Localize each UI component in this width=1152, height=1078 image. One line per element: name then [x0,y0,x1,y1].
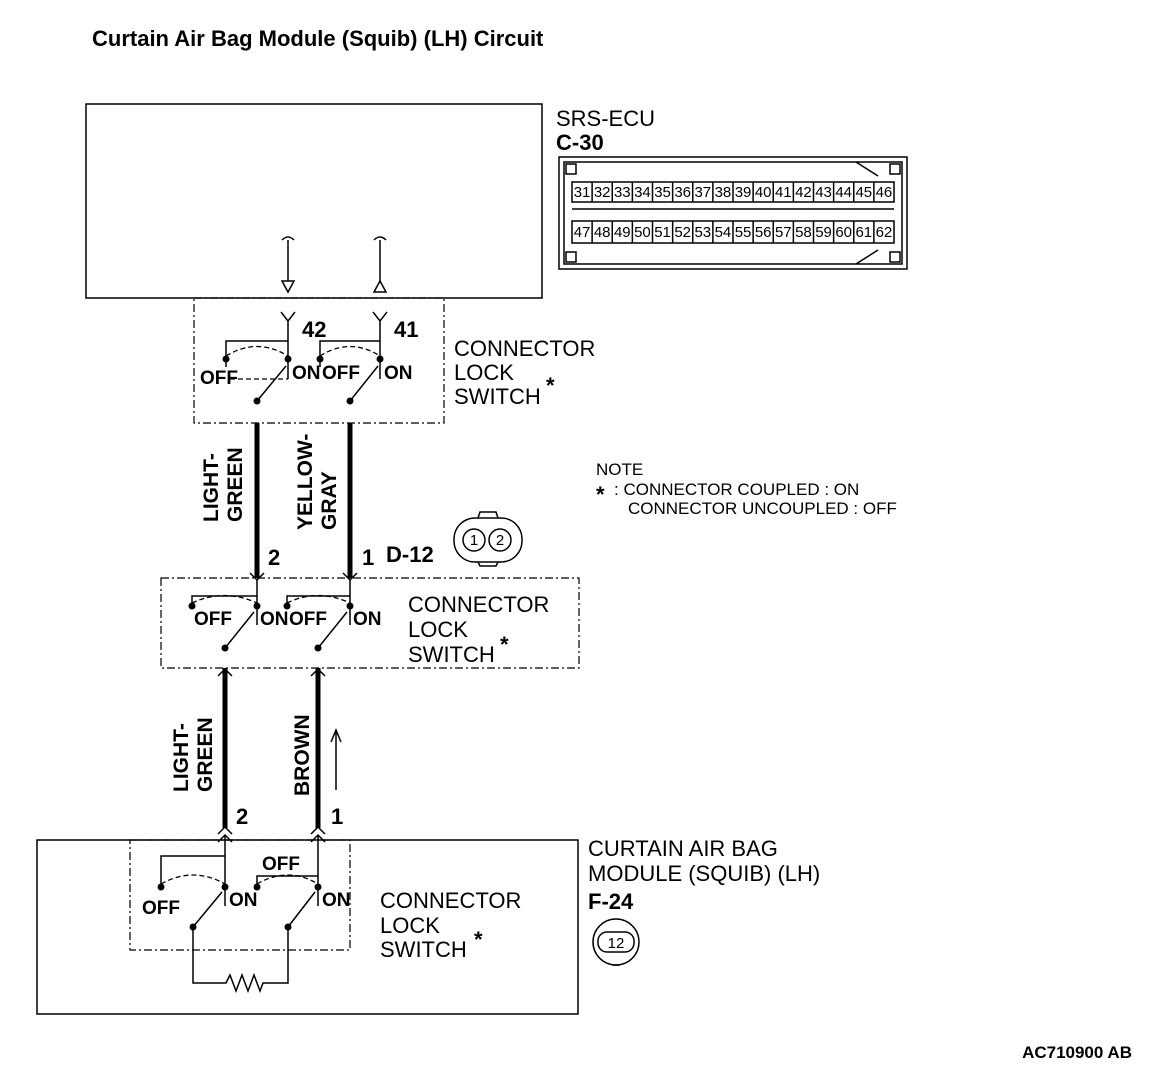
d12-pin-1-label: 1 [362,545,374,570]
note-line2: CONNECTOR UNCOUPLED : OFF [628,499,897,518]
wire-lower-left-label-1: LIGHT- [170,723,193,792]
switch1-label-line2: LOCK [454,360,514,385]
switch3-label-line2: LOCK [380,913,440,938]
f24-pin-1-label: 1 [331,804,343,829]
c30-pin-58: 58 [795,224,812,241]
c30-pin-39: 39 [735,184,752,201]
c30-pin-35: 35 [654,184,671,201]
note-heading: NOTE [596,460,643,479]
wire-lower-left-top-cap [217,667,233,677]
c30-pin-40: 40 [755,184,772,201]
switch2-off-left: OFF [194,609,232,630]
wire-upper-left-label-2: GREEN [224,447,247,522]
d12-face-pin-2: 2 [496,532,504,549]
c30-pin-41: 41 [775,184,792,201]
f24-face-pins: 12 [608,935,625,952]
c30-pin-62: 62 [876,224,893,241]
switch3-off-left: OFF [142,898,180,919]
d12-connector-code: D-12 [386,542,434,567]
wire-lower-right-top-cap [310,667,326,677]
switch2-off-right: OFF [289,609,327,630]
figure-code: AC710900 AB [1022,1043,1132,1062]
switch1-on-left: ON [292,363,321,384]
c30-pin-37: 37 [694,184,711,201]
switch1-label-line3: SWITCH [454,384,541,409]
ecu-pin-42-label: 42 [302,317,326,342]
wire-upper-left-label-1: LIGHT- [200,453,223,522]
d12-pin-2-label: 2 [268,545,280,570]
module-name-line2: MODULE (SQUIB) (LH) [588,861,820,886]
c30-pin-53: 53 [694,224,711,241]
c30-pin-38: 38 [715,184,732,201]
wire-lower-left-label-2: GREEN [194,717,217,792]
switch2-on-left: ON [260,609,289,630]
switch1-off-left: OFF [200,368,238,389]
c30-pin-34: 34 [634,184,651,201]
wire-upper-right-label-2: GRAY [318,471,341,530]
c30-pin-47: 47 [574,224,591,241]
switch1-star: * [546,373,555,398]
c30-pin-60: 60 [835,224,852,241]
f24-connector-code: F-24 [588,889,634,914]
c30-pin-43: 43 [815,184,832,201]
ecu-pin-41-label: 41 [394,317,418,342]
c30-pin-32: 32 [594,184,611,201]
c30-pin-45: 45 [855,184,872,201]
c30-pin-55: 55 [735,224,752,241]
ecu-pin-41-symbol [372,236,388,293]
d12-connector-face [453,511,523,567]
c30-pin-46: 46 [876,184,893,201]
c30-pin-31: 31 [574,184,591,201]
c30-pin-44: 44 [835,184,852,201]
switch2-label-line1: CONNECTOR [408,592,549,617]
squib-resistor-symbol [192,927,289,994]
curtain-airbag-module-box [36,839,579,1015]
c30-pin-42: 42 [795,184,812,201]
c30-pin-33: 33 [614,184,631,201]
c30-pin-50: 50 [634,224,651,241]
wire-upper-right-label-1: YELLOW- [294,434,317,530]
module-name-line1: CURTAIN AIR BAG [588,836,778,861]
wire-lower-right-label: BROWN [291,714,314,796]
switch2-star: * [500,632,509,657]
ecu-name: SRS-ECU [556,106,655,131]
ecu-connector-lock-switch [193,297,445,424]
switch2-on-right: ON [353,609,382,630]
switch3-star: * [474,927,483,952]
c30-pin-54: 54 [715,224,732,241]
d12-connector-lock-switch [160,572,580,669]
note-star: * [596,482,605,507]
switch1-off-right: OFF [322,363,360,384]
current-flow-arrow-icon [330,728,342,790]
f24-pin-2-label: 2 [236,804,248,829]
switch3-on-right: ON [322,890,351,911]
switch1-on-right: ON [384,363,413,384]
c30-pin-48: 48 [594,224,611,241]
c30-pin-59: 59 [815,224,832,241]
f24-connector-face [592,918,640,966]
ecu-connector-code: C-30 [556,130,604,155]
switch3-label-line3: SWITCH [380,937,467,962]
switch2-label-line3: SWITCH [408,642,495,667]
c30-pin-56: 56 [755,224,772,241]
c30-pin-36: 36 [674,184,691,201]
c30-pin-51: 51 [654,224,671,241]
switch3-label-line1: CONNECTOR [380,888,521,913]
switch2-label-line2: LOCK [408,617,468,642]
c30-pin-57: 57 [775,224,792,241]
c30-pin-49: 49 [614,224,631,241]
switch3-on-left: ON [229,890,258,911]
ecu-pin-42-symbol [280,236,296,294]
diagram-title: Curtain Air Bag Module (Squib) (LH) Circ… [92,26,544,51]
d12-face-pin-1: 1 [470,532,478,549]
c30-pin-61: 61 [855,224,872,241]
module-connector-lock-switch [129,825,351,951]
c30-pin-52: 52 [674,224,691,241]
srs-ecu-box [85,103,543,299]
note-line1: : CONNECTOR COUPLED : ON [614,480,859,499]
switch3-off-right: OFF [262,854,300,875]
switch1-label-line1: CONNECTOR [454,336,595,361]
